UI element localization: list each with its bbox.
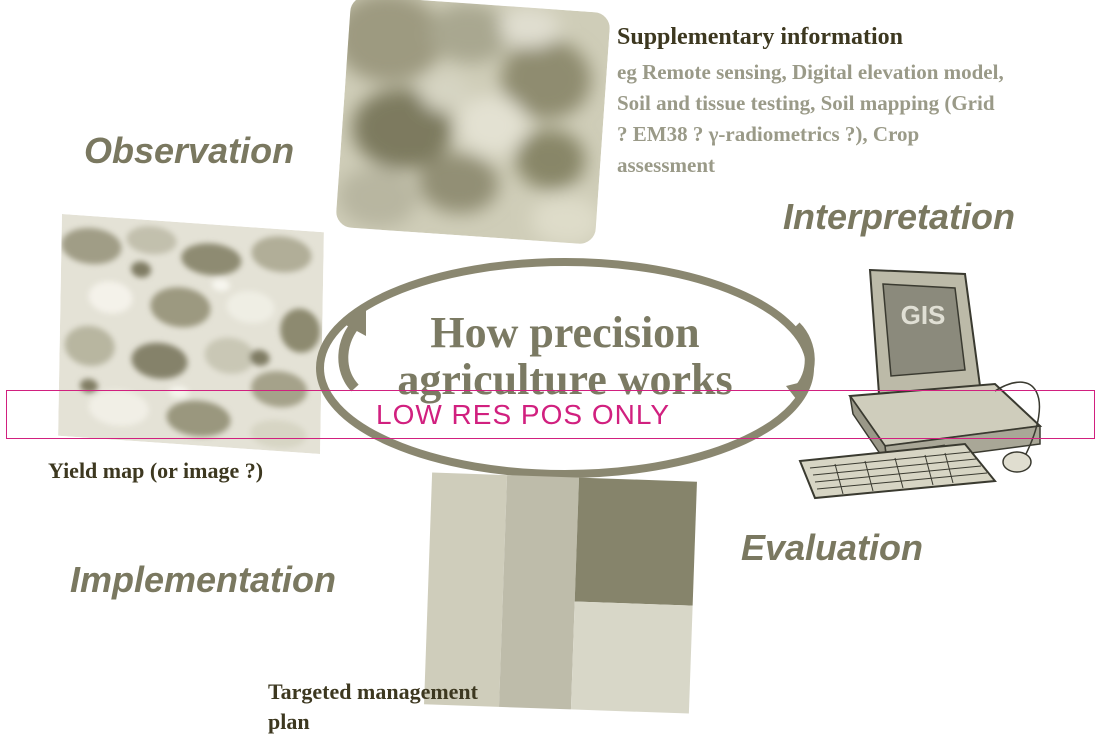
stage-interpretation: Interpretation [783, 196, 1016, 237]
gis-computer-icon: GIS [798, 268, 1043, 500]
cycle-arrow-left-icon [338, 310, 366, 392]
supplementary-map-image [335, 0, 611, 245]
yield-map-image [58, 213, 324, 455]
center-title-line1: How precision [430, 308, 700, 357]
supplementary-title: Supplementary information [617, 24, 904, 50]
stage-implementation: Implementation [70, 559, 337, 600]
yield-map-caption: Yield map (or image ?) [48, 458, 264, 483]
cycle-arrow-right-icon [786, 322, 815, 404]
management-plan-caption: Targeted management plan [268, 679, 478, 734]
supplementary-description: eg Remote sensing, Digital elevation mod… [617, 60, 1004, 177]
stage-observation: Observation [84, 130, 295, 171]
central-cycle-ellipse [316, 258, 815, 478]
gis-screen-label: GIS [901, 300, 946, 330]
low-res-overlay-label: LOW RES POS ONLY [376, 399, 670, 430]
low-res-overlay-frame [6, 390, 1095, 439]
center-title-line2: agriculture works [397, 355, 733, 404]
stage-evaluation: Evaluation [741, 527, 924, 568]
